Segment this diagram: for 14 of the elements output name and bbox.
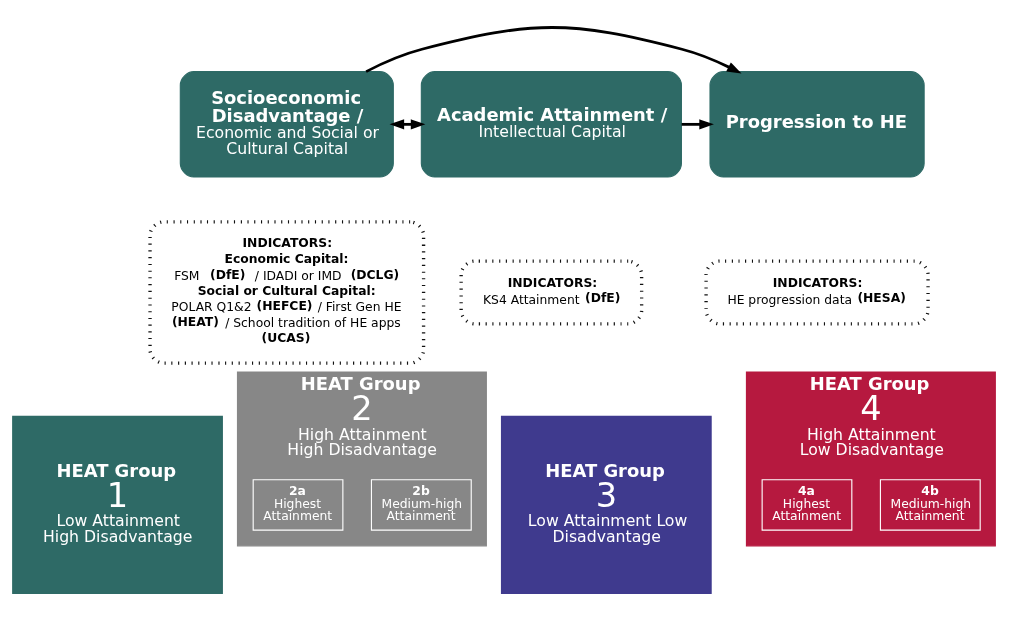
node-box: 2a Highest Attainment <box>252 479 344 531</box>
arrow <box>681 119 714 130</box>
node-box: INDICATORS: HE progression data (HESA) <box>704 259 930 326</box>
node-box: INDICATORS: KS4 Attainment (DfE) <box>459 259 644 326</box>
node-box: 4b Medium-high Attainment <box>879 479 981 531</box>
node-box: Academic Attainment / Intellectual Capital <box>420 71 682 178</box>
node-box: INDICATORS: Economic Capital: FSM (DfE) / IDADI or IMD (DCLG) Social or Cultural Capital: POLAR Q1&2 (HEFCE) / First Gen HE (HEAT) / School tradition of HE apps (UCAS) <box>148 220 426 365</box>
arrow <box>365 26 742 74</box>
node-box: 2b Medium-high Attainment <box>370 479 472 531</box>
node-box: Socioeconomic Disadvantage / Economic and Social or Cultural Capital <box>179 71 394 178</box>
node-box: HEAT Group 3 Low Attainment Low Disadvantage <box>500 415 712 595</box>
node-box: HEAT Group 1 Low Attainment High Disadvantage <box>12 415 223 595</box>
node-box: Progression to HE <box>709 71 925 178</box>
node-box: 4a Highest Attainment <box>761 479 853 531</box>
